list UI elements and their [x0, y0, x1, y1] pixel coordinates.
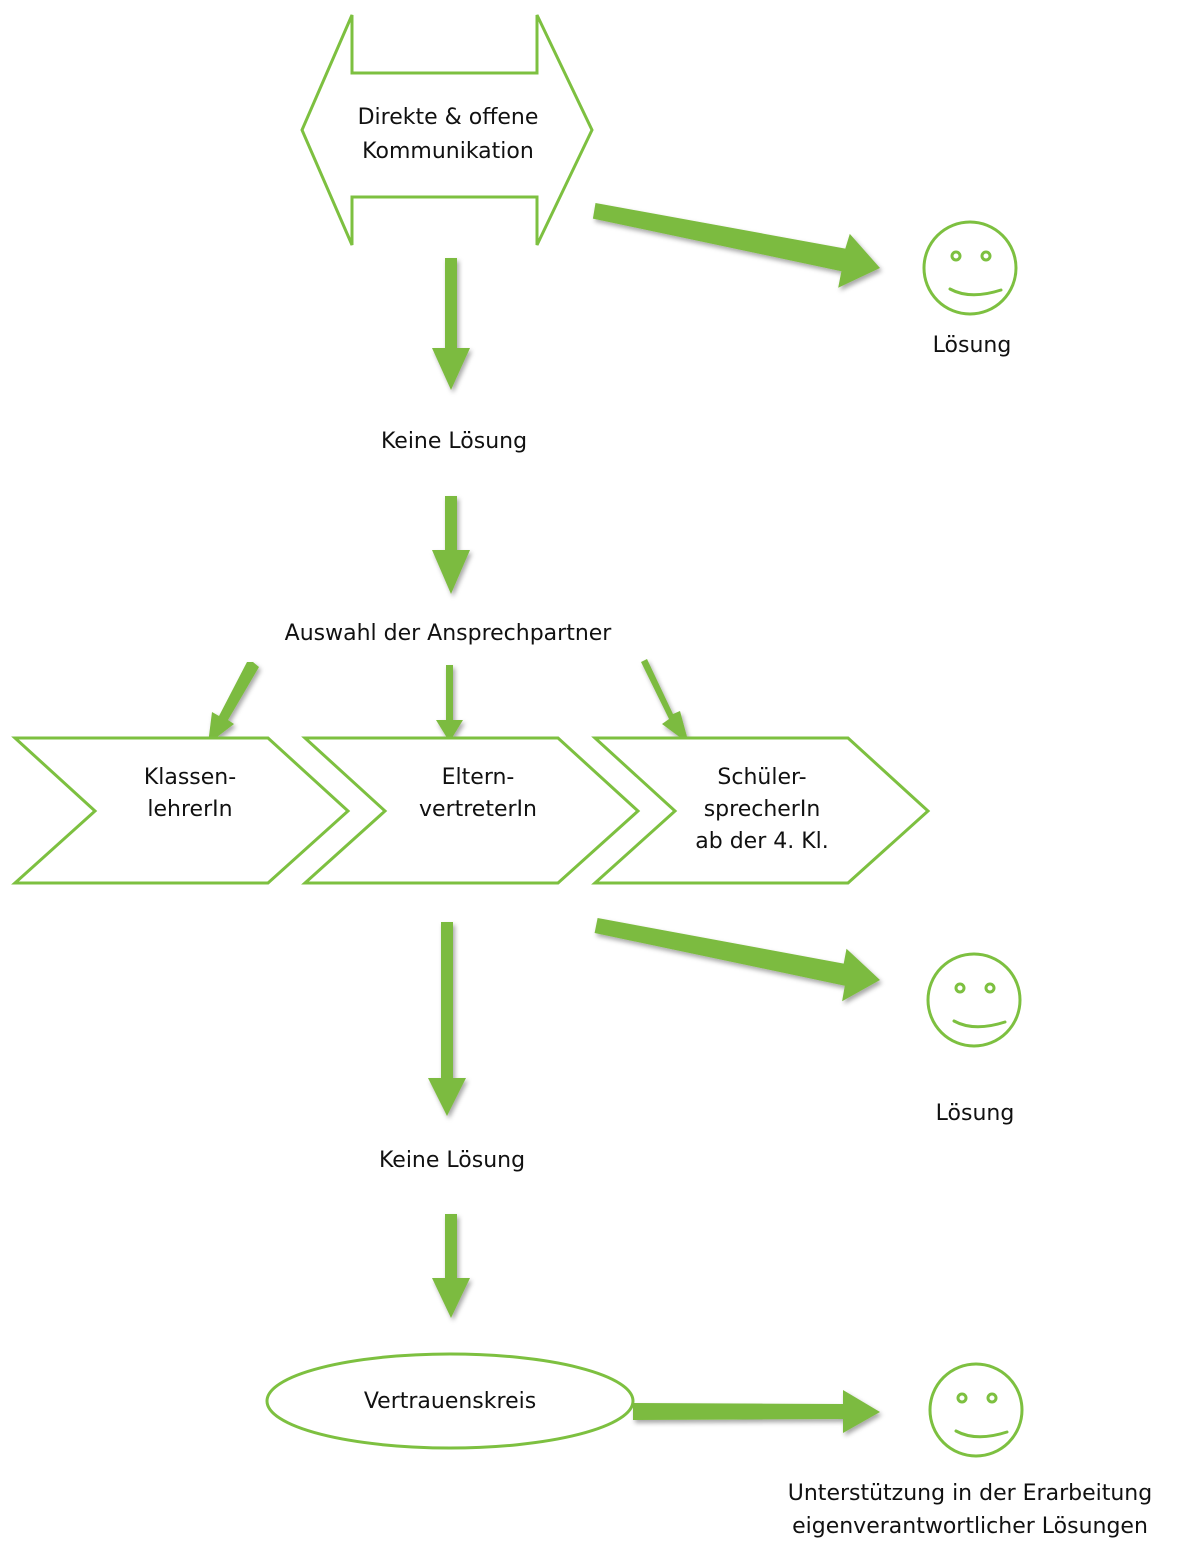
support-label-line2: eigenverantwortlicher Lösungen	[792, 1514, 1148, 1539]
arrow-to-contact-3	[641, 659, 689, 744]
contact-2-line1: Eltern-	[442, 765, 515, 790]
contact-1-line1: Klassen-	[144, 765, 236, 790]
contact-2-line2: vertreterIn	[419, 797, 537, 822]
smiley-icon	[928, 1362, 1024, 1458]
start-node: Direkte & offene Kommunikation	[300, 14, 594, 246]
arrow-to-solution-1	[592, 203, 880, 288]
no-solution-label-1: Keine Lösung	[381, 429, 527, 454]
trust-circle-label: Vertrauenskreis	[364, 1389, 536, 1414]
arrow-down-1	[432, 258, 470, 390]
solution-label-2: Lösung	[936, 1101, 1015, 1126]
support-label-line1: Unterstützung in der Erarbeitung	[788, 1481, 1152, 1506]
contact-3-line1: Schüler-	[717, 765, 806, 790]
contact-chevron-student-speaker: Schüler- sprecherIn ab der 4. Kl.	[591, 736, 931, 885]
contact-3-line3: ab der 4. Kl.	[695, 829, 829, 854]
solution-label-1: Lösung	[933, 333, 1012, 358]
no-solution-label-2: Keine Lösung	[379, 1148, 525, 1173]
arrow-to-support	[633, 1390, 880, 1433]
arrow-down-2	[432, 496, 470, 594]
start-node-label-line1: Direkte & offene	[358, 105, 539, 130]
arrow-to-contact-2	[436, 665, 463, 742]
contact-chevron-parent-representative: Eltern- vertreterIn	[301, 736, 641, 885]
contact-3-line2: sprecherIn	[704, 797, 821, 822]
arrow-down-4	[432, 1214, 470, 1318]
contact-chevron-class-teacher: Klassen- lehrerIn	[11, 736, 351, 885]
arrow-to-contact-1	[208, 662, 259, 744]
selection-label: Auswahl der Ansprechpartner	[285, 621, 613, 646]
contact-1-line2: lehrerIn	[147, 797, 232, 822]
smiley-icon	[922, 220, 1018, 316]
arrow-down-3	[428, 922, 466, 1116]
start-node-label-line2: Kommunikation	[362, 139, 534, 164]
smiley-icon	[926, 952, 1022, 1048]
arrow-to-solution-2	[594, 918, 880, 1002]
trust-circle-node: Vertrauenskreis	[265, 1352, 635, 1450]
